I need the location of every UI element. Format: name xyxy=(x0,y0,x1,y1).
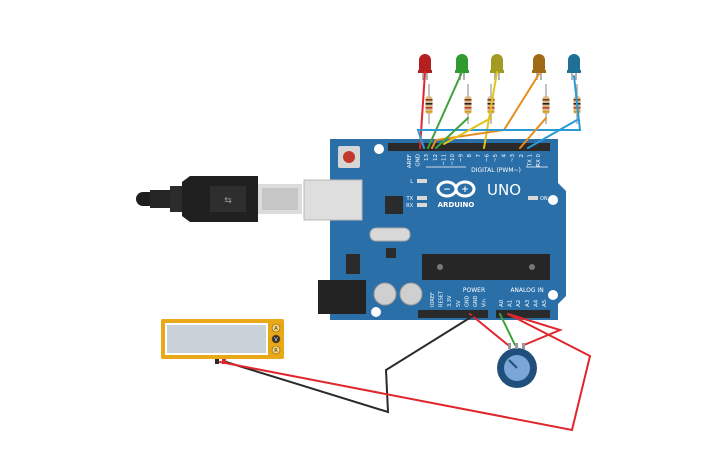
wire-yellow-res xyxy=(443,117,492,145)
capacitor xyxy=(373,282,397,306)
led-green[interactable] xyxy=(455,54,469,80)
svg-text:R: R xyxy=(274,348,278,354)
wire-red-led xyxy=(419,71,426,149)
analog-pin-label: A1 xyxy=(508,300,514,307)
led-blue[interactable] xyxy=(567,54,581,80)
digital-pin-label: ~3 xyxy=(510,154,516,163)
potentiometer[interactable] xyxy=(497,343,537,388)
wire-orange-res xyxy=(519,117,547,149)
led-on-label: ON xyxy=(540,196,548,202)
led-rx-label: RX xyxy=(406,203,413,209)
power-pin-label: Vin xyxy=(482,299,488,307)
digital-pin-label: GND xyxy=(416,154,422,167)
multimeter-mode-a[interactable]: A xyxy=(271,323,281,333)
wire-red-5v xyxy=(469,313,509,346)
analog-in-label: ANALOG IN xyxy=(510,287,543,294)
digital-pin-label: AREF xyxy=(407,154,413,168)
wire-black-gnd xyxy=(225,313,477,414)
digital-pin-label: 4 xyxy=(502,154,508,158)
probe-black-terminal[interactable] xyxy=(215,359,219,364)
led-orange[interactable] xyxy=(532,54,546,80)
svg-text:−: − xyxy=(443,185,451,195)
wire-green-led xyxy=(427,71,463,149)
led-rx-indicator xyxy=(417,203,427,207)
resistor[interactable] xyxy=(425,84,433,124)
board-model-label: UNO xyxy=(487,181,521,199)
probe-red-terminal[interactable] xyxy=(222,359,226,364)
regulator-chip xyxy=(346,254,360,274)
analog-pin-label: A0 xyxy=(499,299,505,307)
digital-pin-header[interactable] xyxy=(388,143,550,151)
svg-text:V: V xyxy=(274,337,278,343)
led-tx-indicator xyxy=(417,196,427,200)
wire-blue-led xyxy=(416,75,582,149)
digital-pin-label: 8 xyxy=(467,154,473,158)
crystal-oscillator xyxy=(369,227,411,242)
digital-pin-label: 12 xyxy=(433,154,439,161)
svg-text:A: A xyxy=(274,326,278,332)
usb-port xyxy=(303,179,363,221)
small-chip xyxy=(386,248,396,258)
analog-pin-label: A2 xyxy=(516,300,522,307)
analog-pin-label: A5 xyxy=(542,299,548,307)
wire-red-pot xyxy=(507,313,563,346)
power-pin-label: 5V xyxy=(456,300,462,307)
digital-pin-label: ~5 xyxy=(493,154,499,163)
digital-header-label: DIGITAL (PWM~) xyxy=(471,167,521,174)
digital-pin-label: ~11 xyxy=(441,154,447,166)
analog-pin-label: A3 xyxy=(525,299,531,307)
power-pin-label: GND xyxy=(473,295,479,307)
capacitor xyxy=(399,282,423,306)
wire-blue-res xyxy=(527,119,578,149)
mount-hole xyxy=(548,195,558,205)
svg-text:+: + xyxy=(461,185,469,195)
wire-green-pot xyxy=(499,313,516,346)
led-on-indicator xyxy=(528,196,538,200)
wires xyxy=(219,71,592,432)
multimeter[interactable]: AVR xyxy=(161,319,284,364)
digital-pin-label: TX 1 xyxy=(527,154,533,167)
digital-pin-label: ~10 xyxy=(450,154,456,166)
power-pin-header[interactable] xyxy=(418,310,488,318)
power-pin-label: GND xyxy=(464,295,470,307)
digital-pin-label: 13 xyxy=(424,154,430,161)
multimeter-mode-v[interactable]: V xyxy=(271,334,281,344)
mount-hole xyxy=(374,144,384,154)
digital-pin-label: 2 xyxy=(519,154,525,158)
digital-pin-label: 7 xyxy=(476,154,482,158)
power-pin-label: RESET xyxy=(439,290,445,307)
arduino-logo: − + xyxy=(436,180,476,198)
power-label: POWER xyxy=(463,287,485,294)
led-l-label: L xyxy=(410,179,413,185)
dc-power-jack xyxy=(318,280,366,314)
usb-chip xyxy=(385,196,403,214)
digital-pin-label: ~9 xyxy=(459,154,465,163)
analog-pin-header[interactable] xyxy=(496,310,550,318)
wire-orange-led xyxy=(431,73,540,149)
atmega-chip xyxy=(422,254,550,280)
wire-yellow-led xyxy=(483,71,498,149)
digital-pin-label: ~6 xyxy=(484,154,490,163)
led-l-indicator xyxy=(417,179,427,183)
multimeter-mode-r[interactable]: R xyxy=(271,345,281,355)
wire-green-res xyxy=(435,117,469,149)
arduino-logo-text: ARDUINO xyxy=(438,201,475,209)
led-tx-label: TX xyxy=(406,196,414,202)
multimeter-mode-buttons[interactable]: AVR xyxy=(271,323,281,355)
usb-cable[interactable]: ⇆ xyxy=(136,176,302,222)
digital-pin-label: RX 0 xyxy=(536,154,542,167)
analog-pin-label: A4 xyxy=(533,299,539,307)
power-pin-label: 3.3V xyxy=(447,295,453,307)
mount-hole xyxy=(548,290,558,300)
usb-symbol-icon: ⇆ xyxy=(224,196,232,206)
mount-hole xyxy=(371,307,381,317)
power-pin-label: IOREF xyxy=(430,292,436,307)
multimeter-display xyxy=(165,323,268,355)
